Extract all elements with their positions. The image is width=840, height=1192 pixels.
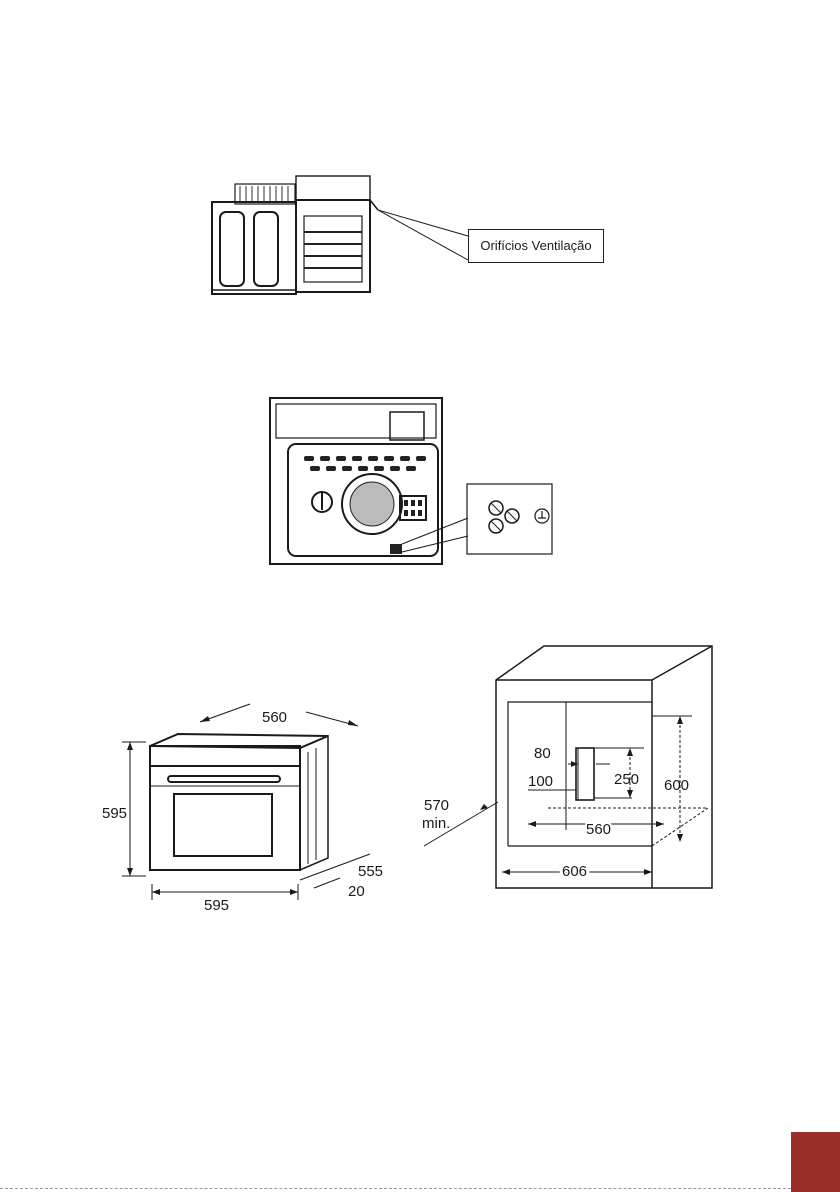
niche-dimensions-figure: 80 100 250 600 570 min. 560 606 [418, 640, 728, 895]
dim-depth-side: 555 [358, 863, 383, 880]
dim-min-depth: 570 [424, 797, 449, 814]
oven-dimensions-figure: 560 595 595 555 20 [100, 690, 400, 915]
dim-depth-top: 560 [262, 709, 287, 726]
dim-vent-height: 250 [614, 771, 639, 788]
dim-width: 595 [204, 897, 229, 914]
dim-min-label: min. [422, 815, 450, 832]
footer-rule [0, 1188, 791, 1189]
dim-cabinet-width: 606 [562, 863, 587, 880]
dim-niche-height: 600 [664, 777, 689, 794]
page-number-tab [791, 1132, 840, 1192]
oven-rear-figure [262, 392, 562, 572]
dim-height: 595 [102, 805, 127, 822]
dim-vent-width: 80 [534, 745, 551, 762]
dim-front-offset: 20 [348, 883, 365, 900]
dim-niche-width: 560 [586, 821, 611, 838]
dim-vent-offset: 100 [528, 773, 553, 790]
vent-holes-callout: Orifícios Ventilação [468, 229, 604, 263]
